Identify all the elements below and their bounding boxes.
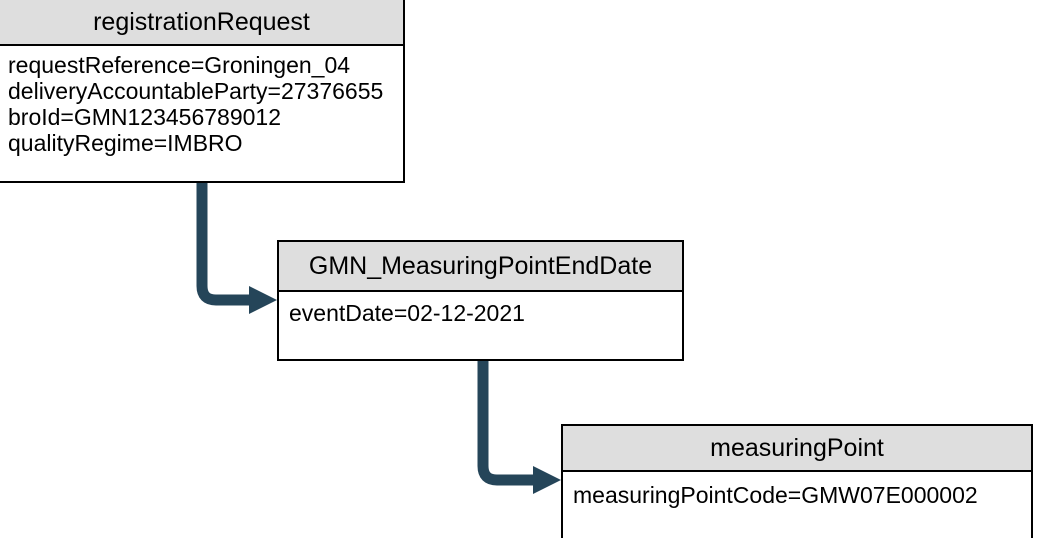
object-attributes-measuring-point: measuringPointCode=GMW07E000002 xyxy=(563,472,1031,538)
connector-registration-request-to-measuring-point-end-date xyxy=(196,181,277,314)
object-title-registration-request: registrationRequest xyxy=(0,0,403,46)
connector-measuring-point-end-date-to-measuring-point xyxy=(477,361,561,494)
attribute-row: eventDate=02-12-2021 xyxy=(289,300,525,326)
attribute-row: measuringPointCode=GMW07E000002 xyxy=(573,482,978,508)
connector-arrowhead-2 xyxy=(533,466,561,494)
object-title-gmn-measuring-point-end-date: GMN_MeasuringPointEndDate xyxy=(279,242,682,292)
attribute-row: requestReference=Groningen_04 xyxy=(8,52,351,78)
object-attributes-gmn-measuring-point-end-date: eventDate=02-12-2021 xyxy=(279,292,682,359)
connector-arrowhead-1 xyxy=(249,286,277,314)
connector-line-1 xyxy=(196,181,252,306)
object-box-measuring-point[interactable]: measuringPoint measuringPointCode=GMW07E… xyxy=(561,424,1033,538)
object-box-gmn-measuring-point-end-date[interactable]: GMN_MeasuringPointEndDate eventDate=02-1… xyxy=(277,240,684,361)
connector-line-2 xyxy=(477,361,536,486)
attribute-row: deliveryAccountableParty=27376655 xyxy=(8,78,384,104)
attribute-row: qualityRegime=IMBRO xyxy=(8,130,243,156)
object-box-registration-request[interactable]: registrationRequest requestReference=Gro… xyxy=(0,0,405,183)
attribute-row: broId=GMN123456789012 xyxy=(8,104,282,130)
object-title-measuring-point: measuringPoint xyxy=(563,426,1031,472)
object-attributes-registration-request: requestReference=Groningen_04 deliveryAc… xyxy=(0,46,403,181)
